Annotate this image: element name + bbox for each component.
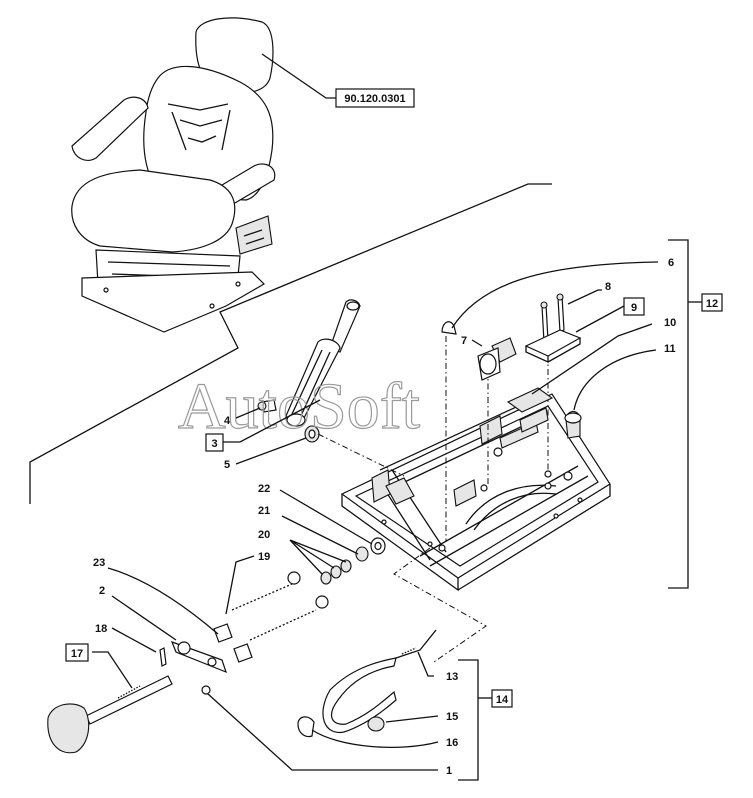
small-parts-illustration <box>441 293 582 439</box>
group-reference-box: 90.120.0301 <box>344 93 405 105</box>
callout-10: 10 <box>664 317 676 329</box>
callout-8: 8 <box>605 281 611 293</box>
callout-4: 4 <box>224 415 231 427</box>
callout-19: 19 <box>258 551 270 563</box>
watermark: AutoSoft <box>178 370 420 443</box>
callout-14: 14 <box>496 694 509 706</box>
callout-18: 18 <box>95 623 107 635</box>
washers-illustration <box>320 537 386 585</box>
callout-11: 11 <box>664 343 676 355</box>
callout-22: 22 <box>258 483 270 495</box>
springs-illustration <box>213 571 329 663</box>
callout-23: 23 <box>93 557 105 569</box>
callout-13: 13 <box>446 671 458 683</box>
callout-6: 6 <box>668 257 674 269</box>
callout-1: 1 <box>446 765 452 777</box>
callout-21: 21 <box>258 505 270 517</box>
gas-spring-illustration <box>257 299 361 443</box>
callout-16: 16 <box>446 737 458 749</box>
seat-illustration <box>71 17 276 333</box>
callout-5: 5 <box>224 459 230 471</box>
callout-17: 17 <box>71 648 83 660</box>
lever-illustration <box>47 640 227 754</box>
callout-20: 20 <box>258 529 270 541</box>
callout-9: 9 <box>631 302 637 314</box>
callout-12: 12 <box>706 298 718 310</box>
callout-2: 2 <box>99 585 105 597</box>
callout-7: 7 <box>461 335 467 347</box>
callout-15: 15 <box>446 711 458 723</box>
callout-3: 3 <box>211 438 217 450</box>
band-illustration <box>297 629 437 738</box>
